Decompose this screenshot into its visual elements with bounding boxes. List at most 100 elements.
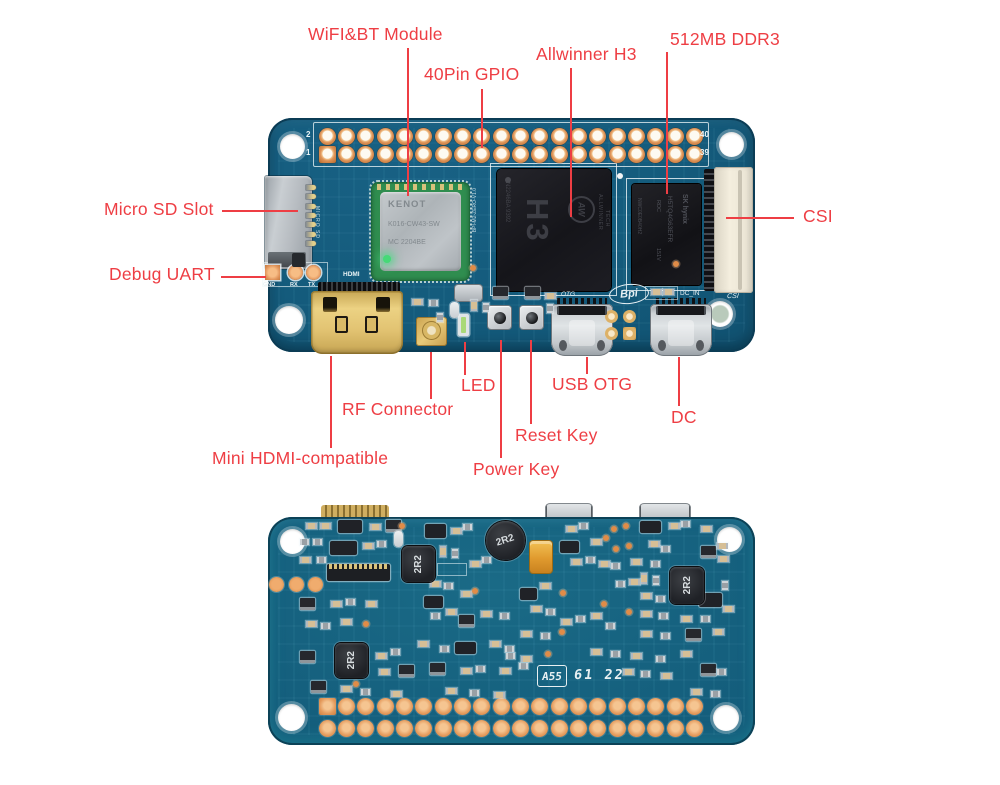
smd-component <box>661 673 672 679</box>
gpio-back-pad <box>531 719 549 737</box>
uart-label-gnd: GND <box>263 282 276 288</box>
power-inductor: 2R2 <box>486 521 525 560</box>
smd-component <box>571 559 582 565</box>
hdmi-contact <box>365 316 378 333</box>
smd-component <box>481 611 492 617</box>
gpio-pin <box>647 145 665 163</box>
soc-brand-marking: ALLWINNER <box>597 194 603 231</box>
smd-component <box>455 642 476 654</box>
gpio-back-pad <box>318 697 336 715</box>
smd-component <box>521 656 532 662</box>
debug-uart-pad-tx <box>306 265 321 280</box>
smd-component <box>412 299 423 305</box>
smd-component <box>691 689 702 695</box>
gpio-back-pad <box>376 697 394 715</box>
gpio-back-pad <box>395 697 413 715</box>
smd-component <box>623 523 629 529</box>
smd-component <box>663 289 674 295</box>
smd-component <box>560 541 579 553</box>
csi-connector-pins <box>704 169 716 291</box>
usb-shine <box>668 320 694 346</box>
gpio-pin <box>337 145 355 163</box>
smd-component <box>425 524 446 538</box>
wifi-code-marking: MC 2204BE <box>388 239 426 246</box>
smd-component <box>531 606 542 612</box>
smd-component <box>300 651 315 663</box>
microsd-pin <box>306 222 316 228</box>
smd-component <box>500 613 509 619</box>
smd-component <box>659 613 668 619</box>
smd-component <box>429 300 438 306</box>
callout-micro-sd-slot: Micro SD Slot <box>104 199 214 219</box>
leader-line-wifi <box>407 48 409 196</box>
gpio-back-pad <box>647 697 665 715</box>
callout-rf-connector: RF Connector <box>342 399 454 419</box>
uart-back-pad <box>289 577 304 592</box>
gpio-pin <box>686 127 704 145</box>
uart-label-tx: TX <box>308 282 316 288</box>
smd-component <box>656 656 665 662</box>
smd-component <box>653 576 659 585</box>
mounting-hole <box>275 306 303 334</box>
status-led <box>458 314 469 336</box>
tantalum-capacitor <box>530 541 552 573</box>
smd-component <box>718 556 729 562</box>
smd-component <box>321 623 330 629</box>
callout-40pin-gpio: 40Pin GPIO <box>424 64 520 84</box>
smd-component <box>576 616 585 622</box>
mounting-hole <box>280 134 305 159</box>
solder-hole <box>605 327 618 340</box>
smd-component <box>440 546 446 557</box>
usb-anchor <box>597 340 605 351</box>
gpio-back-pad <box>628 697 646 715</box>
smd-component <box>300 539 309 545</box>
smd-component <box>446 688 457 694</box>
smd-component <box>541 633 550 639</box>
smd-component <box>483 303 489 312</box>
smd-component <box>586 557 595 563</box>
smd-component <box>599 561 610 567</box>
smd-component <box>649 541 660 547</box>
power-inductor: 2R2 <box>402 546 435 582</box>
gpio-back-pad <box>415 697 433 715</box>
smd-component <box>386 520 401 532</box>
smd-component <box>617 173 623 179</box>
smd-component <box>701 616 710 622</box>
smd-component <box>437 313 443 322</box>
gpio-pin <box>628 127 646 145</box>
csi-connector <box>714 167 753 293</box>
smd-component <box>482 557 491 563</box>
smd-component <box>669 523 680 529</box>
smd-component <box>300 557 311 563</box>
smd-component <box>626 609 632 615</box>
smd-component <box>641 573 647 584</box>
smd-component <box>661 633 670 639</box>
gpio-pin <box>531 127 549 145</box>
callout-debug-uart: Debug UART <box>109 264 215 284</box>
smd-component <box>353 681 359 687</box>
gpio-pin <box>666 127 684 145</box>
smd-component <box>470 265 476 271</box>
smd-component <box>645 286 678 300</box>
leader-line-ddr <box>666 52 668 194</box>
gpio-back-pad <box>608 719 626 737</box>
gpio-pin <box>376 145 394 163</box>
gpio-pin <box>550 145 568 163</box>
soc-marking: H3 <box>520 198 555 244</box>
smd-component <box>331 601 342 607</box>
smd-component <box>313 539 322 545</box>
dc-in-silkscreen: DC_IN <box>680 290 700 297</box>
gpio-pin <box>550 127 568 145</box>
gpio-pin <box>686 145 704 163</box>
gpio-back-pad <box>357 719 375 737</box>
gpio-back-pad <box>589 719 607 737</box>
smd-component <box>470 690 479 696</box>
microsd-pin <box>306 231 316 237</box>
mounting-hole <box>713 705 739 731</box>
microsd-pin <box>306 203 316 209</box>
debug-uart-pad-gnd <box>265 265 280 280</box>
smd-component <box>701 546 716 558</box>
gpio-pin <box>318 145 336 163</box>
gpio-pin <box>666 145 684 163</box>
